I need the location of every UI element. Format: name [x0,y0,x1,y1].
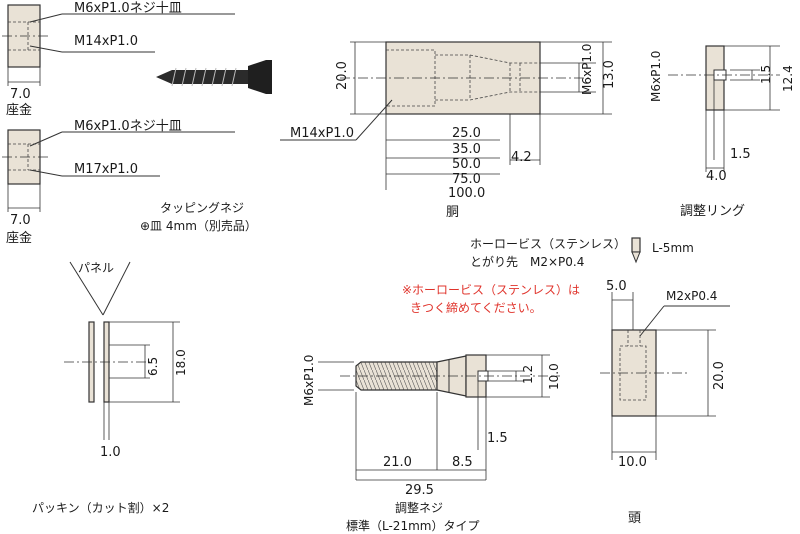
packing-inner: 6.5 [146,357,160,376]
adjust-screw-slot: 1.2 [521,365,535,384]
washer-top-size-label: M14xP1.0 [74,34,138,49]
packing-name: パッキン（カット割）×2 [32,500,169,515]
adjust-screw-slot-depth: 1.5 [487,431,508,446]
adjust-ring-name: 調整リング [680,204,745,219]
adjust-screw-head-len: 8.5 [452,455,473,470]
adjust-screw-name: 調整ネジ [395,500,443,515]
body-step: 4.2 [511,150,532,165]
head-width: 10.0 [618,455,647,470]
packing-outer: 18.0 [174,349,188,376]
set-screw-line1: ホーロービス（ステンレス） [470,237,626,251]
tapping-screw-illustration [156,60,272,94]
packing: パネル 6.5 18.0 1.0 パッキン（カット割）×2 [32,261,188,515]
adjust-screw-head-dia: 10.0 [547,363,561,390]
tapping-screw-spec: ⊕皿 4mm（別売品） [140,218,257,233]
body-length-1: 25.0 [452,126,481,141]
washer-bottom-name: 座金 [6,230,32,246]
set-screw-note-line2: きつく締めてください。 [410,300,542,315]
adjust-screw-thread: M6xP1.0 [302,355,316,406]
washer-bottom: M6xP1.0ネジ十皿 M17xP1.0 7.0 座金 [2,119,235,246]
head-height: 20.0 [712,361,727,390]
body-inner-thread: M6xP1.0 [580,44,594,95]
adjust-screw-sub: 標準（L-21mm）タイプ [346,518,479,533]
set-screw-line2: とがり先 M2×P0.4 [470,254,584,269]
body-part: 20.0 M6xP1.0 13.0 M14xP1.0 25.0 35.0 50.… [280,41,617,220]
washer-top: M6xP1.0ネジ十皿 M14xP1.0 7.0 座金 [2,1,235,118]
body-length-4: 75.0 [452,172,481,187]
adjust-ring-width: 4.0 [706,169,727,184]
packing-thickness: 1.0 [100,445,121,460]
packing-panel-label: パネル [78,261,114,275]
body-length-5: 100.0 [448,186,485,201]
set-screw-length: L-5mm [652,241,694,255]
washer-bottom-width: 7.0 [10,213,31,228]
head-name: 頭 [628,511,641,526]
adjust-ring-outer: 12.4 [781,65,795,92]
washer-top-name: 座金 [6,102,32,118]
washer-top-width: 7.0 [10,87,31,102]
adjust-ring-thread: M6xP1.0 [649,51,663,102]
body-length-3: 50.0 [452,157,481,172]
tapping-screw-title: タッピングネジ [160,201,244,215]
body-right-height: 13.0 [602,60,617,89]
head-thread: M2xP0.4 [666,289,717,303]
adjust-screw-total: 29.5 [405,483,434,498]
head-part: 5.0 M2xP0.4 20.0 10.0 頭 [600,279,730,526]
adjust-ring: M6xP1.0 1.5 12.4 1.5 4.0 調整リング [649,45,795,219]
adjust-ring-slot: 1.5 [759,65,773,84]
adjust-screw-thread-len: 21.0 [383,455,412,470]
washer-bottom-thread-label: M6xP1.0ネジ十皿 [74,119,182,134]
set-screw: ホーロービス（ステンレス） とがり先 M2×P0.4 L-5mm ※ホーロービス… [402,237,694,315]
body-thread-label: M14xP1.0 [290,126,354,141]
adjust-ring-slot-depth: 1.5 [730,147,751,162]
body-name: 胴 [446,205,459,220]
set-screw-note-line1: ※ホーロービス（ステンレス）は [402,283,580,297]
head-depth: 5.0 [606,279,627,294]
adjust-screw: M6xP1.0 1.2 10.0 1.5 21.0 8.5 29.5 調整ネジ … [302,354,561,533]
washer-top-thread-label: M6xP1.0ネジ十皿 [74,1,182,16]
washer-bottom-size-label: M17xP1.0 [74,162,138,177]
body-height: 20.0 [335,61,350,90]
body-length-2: 35.0 [452,142,481,157]
